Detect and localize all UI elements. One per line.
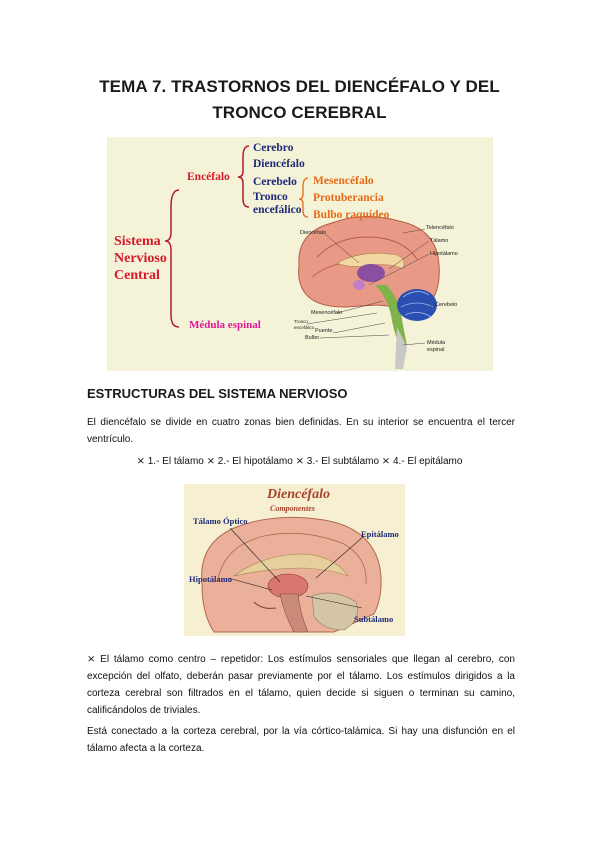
brain-label-telencefalo: Telencéfalo: [426, 225, 454, 231]
section-heading: ESTRUCTURAS DEL SISTEMA NERVIOSO: [87, 386, 348, 401]
diencefalo-label: Diencéfalo: [253, 158, 305, 170]
brain-label-puente: Puente: [315, 328, 333, 334]
medula-label: Médula espinal: [189, 319, 261, 331]
brain-label-talamo: Tálamo: [430, 238, 449, 244]
title-line-1: TEMA 7. TRASTORNOS DEL DIENCÉFALO Y DEL: [99, 77, 500, 96]
label-epitalamo: Epitálamo: [361, 529, 399, 539]
snc-label: Sistema Nervioso Central: [114, 234, 167, 283]
brain-illustration: [298, 215, 440, 369]
protuberancia-label: Protuberancia: [313, 192, 384, 204]
cerebelo-label: Cerebelo: [253, 176, 297, 188]
bulbo-label: Bulbo raquídeo: [313, 209, 390, 221]
encefalo-label: Encéfalo: [187, 171, 230, 183]
label-hipotalamo: Hipotálamo: [189, 574, 232, 584]
tronco-label: Tronco encefálico: [253, 191, 302, 216]
label-subtalamo: Subtálamo: [354, 614, 394, 624]
diencephalon-figure-title: Diencéfalo: [267, 487, 330, 502]
brain-label-bulbo: Bulbo: [305, 335, 320, 341]
brain-label-tronco: Tronco encefálico: [294, 319, 315, 330]
brain-label-medula: Médula espinal: [427, 340, 446, 353]
diencephalon-figure: Diencéfalo Componentes Tálamo Óptico Epi…: [184, 484, 405, 636]
paragraph-conexion: Está conectado a la corteza cerebral, po…: [87, 726, 515, 754]
paragraph-talamo: ⨯ El tálamo como centro – repetidor: Los…: [87, 654, 515, 716]
cns-diagram: Sistema Nervioso Central Encéfalo Cerebr…: [107, 137, 493, 371]
cerebro-label: Cerebro: [253, 142, 294, 154]
diencephalon-zones-list: ⨯ 1.- El tálamo ⨯ 2.- El hipotálamo ⨯ 3.…: [136, 456, 463, 467]
brain-label-mesencefalo: Mesencéfalo: [311, 310, 343, 316]
brain-label-cerebelo: Cerebelo: [435, 302, 458, 308]
intro-paragraph: El diencéfalo se divide en cuatro zonas …: [87, 417, 515, 445]
page-title: TEMA 7. TRASTORNOS DEL DIENCÉFALO Y DEL …: [60, 74, 539, 126]
diagram-brackets-and-brain: [164, 145, 440, 369]
brain-label-diencefalo: Diencéfalo: [300, 230, 326, 236]
diencephalon-illustration: [201, 516, 382, 633]
brain-label-hipotalamo: Hipotálamo: [430, 251, 458, 257]
diencephalon-figure-subtitle: Componentes: [270, 504, 315, 513]
mesencefalo-label: Mesencéfalo: [313, 175, 374, 187]
title-line-2: TRONCO CEREBRAL: [212, 103, 387, 122]
label-talamo-optico: Tálamo Óptico: [193, 516, 248, 526]
